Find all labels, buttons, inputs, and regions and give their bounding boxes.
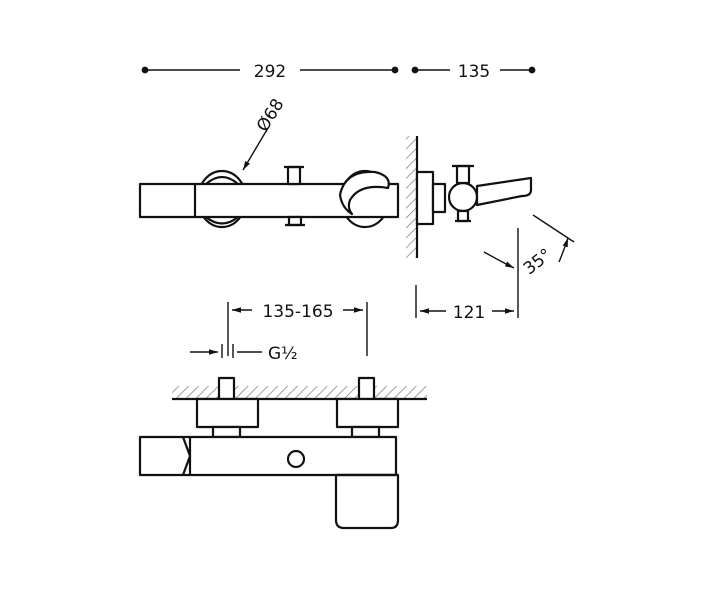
dimension-thread: G½ (190, 344, 298, 364)
dimension-label-135: 135 (458, 62, 490, 82)
diverter-hole (286, 449, 306, 469)
dimension-label-121: 121 (453, 303, 485, 323)
dimension-inlet-diameter: Ø68 (242, 95, 289, 171)
body-section-circle (447, 181, 479, 213)
plan-view: 135-165 G½ (138, 302, 427, 530)
side-view: 35° 121 (406, 136, 575, 323)
dimension-label-thread: G½ (268, 344, 298, 364)
diverter-knob (286, 165, 302, 186)
shower-outlet (287, 215, 303, 227)
dimension-label-135-165: 135-165 (262, 302, 333, 322)
dimension-spout-angle: 35° (483, 214, 575, 279)
dimension-depth: 121 (415, 228, 519, 323)
mixer-body-plan (138, 435, 398, 477)
left-wall-flange (195, 397, 260, 429)
dimension-label-292: 292 (254, 62, 286, 82)
bath-spout-plan (334, 473, 400, 530)
wall-flange (415, 170, 435, 226)
dimension-overall-length: 292 (141, 62, 399, 82)
dimension-label-diameter: Ø68 (253, 95, 289, 135)
wall-hatch (406, 136, 417, 258)
dimension-label-angle: 35° (520, 245, 556, 279)
bath-spout (475, 176, 533, 207)
right-wall-flange (335, 397, 400, 429)
dimension-inlet-centres: 135-165 (227, 302, 368, 356)
dimension-projection: 135 (411, 62, 536, 82)
front-view: Ø68 (138, 95, 400, 229)
right-inlet-pipe (357, 376, 376, 401)
wall-hatch-plan (172, 386, 427, 399)
left-inlet-pipe (217, 376, 236, 401)
